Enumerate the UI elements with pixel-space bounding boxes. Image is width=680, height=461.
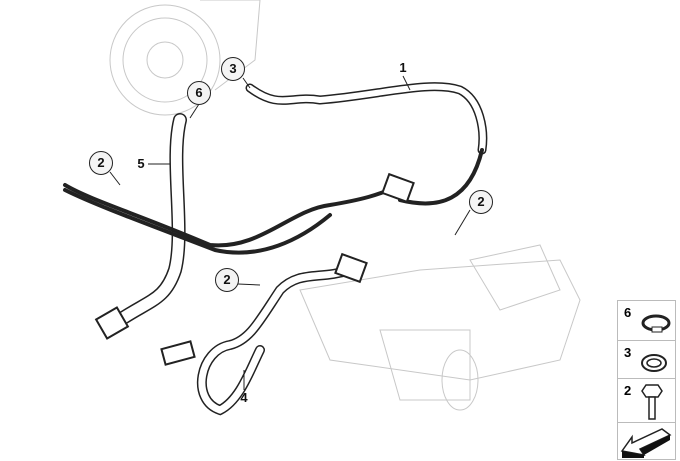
callout-1[interactable]: 1	[399, 60, 407, 75]
callout-2[interactable]: 2	[89, 151, 113, 175]
legend-label: 3	[624, 345, 632, 360]
legend-item-hose-clamp[interactable]: 6	[617, 300, 676, 342]
callout-6[interactable]: 6	[187, 81, 211, 105]
seal-ring-icon	[641, 354, 667, 372]
legend-item-hex-bolt[interactable]: 2	[617, 378, 676, 424]
callout-3[interactable]: 3	[221, 57, 245, 81]
legend-item-seal-ring[interactable]: 3	[617, 340, 676, 380]
callout-4[interactable]: 4	[240, 390, 248, 405]
callout-2[interactable]: 2	[215, 268, 239, 292]
leader-lines	[109, 75, 471, 390]
hose-lines	[63, 82, 488, 416]
legend-label: 6	[624, 305, 632, 320]
callout-5[interactable]: 5	[137, 156, 145, 171]
legend-label: 2	[624, 383, 632, 398]
hex-bolt-icon	[641, 384, 663, 420]
hose-clamp-icon	[641, 314, 671, 333]
arrow-icon	[620, 428, 672, 458]
legend-item-arrow[interactable]	[617, 422, 676, 460]
callout-2[interactable]: 2	[469, 190, 493, 214]
